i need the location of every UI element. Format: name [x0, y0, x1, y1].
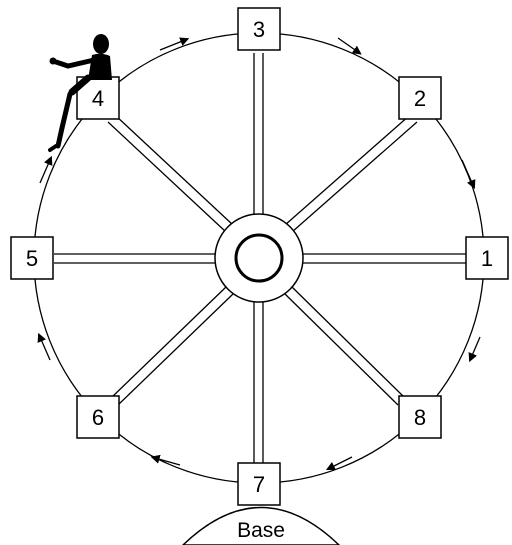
base-label: Base — [237, 519, 285, 542]
car-6: 6 — [77, 396, 119, 438]
car-label: 2 — [414, 86, 426, 111]
arrow-8-to-7 — [330, 457, 352, 468]
arrow-4-to-3 — [160, 40, 185, 50]
arrow-6-to-5 — [40, 337, 50, 360]
arrow-1-to-8 — [471, 337, 480, 358]
car-label: 3 — [253, 17, 265, 42]
arrow-2-to-1 — [462, 160, 473, 185]
base: Base — [183, 508, 339, 545]
car-7: 7 — [238, 463, 280, 505]
car-label: 8 — [414, 405, 426, 430]
car-5: 5 — [11, 237, 53, 279]
car-1: 1 — [466, 237, 508, 279]
car-label: 6 — [92, 405, 104, 430]
car-label: 4 — [92, 86, 104, 111]
car-2: 2 — [399, 77, 441, 119]
car-label: 5 — [26, 246, 38, 271]
car-label: 1 — [481, 246, 493, 271]
arrow-3-to-2 — [338, 38, 358, 52]
car-3: 3 — [238, 8, 280, 50]
hub — [215, 214, 303, 302]
car-8: 8 — [399, 396, 441, 438]
car-label: 7 — [253, 472, 265, 497]
